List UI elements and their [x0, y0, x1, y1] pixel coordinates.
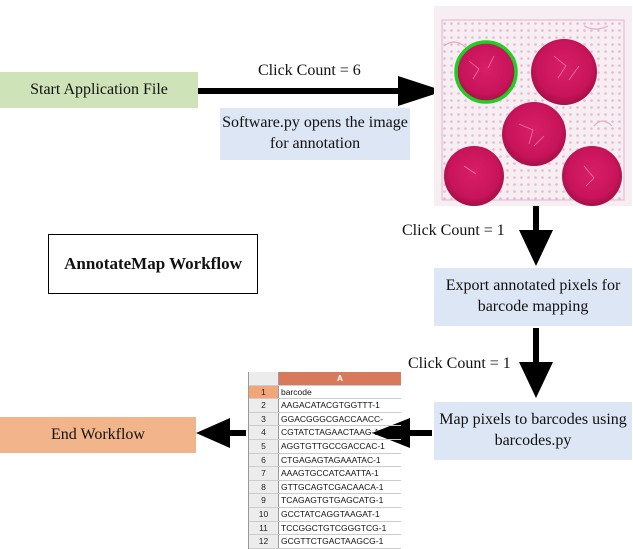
spreadsheet-row: 7 AAAGTGCCATCAATTA-1: [249, 467, 401, 481]
row-number: 6: [249, 453, 279, 467]
spreadsheet-row: 10 GCCTATCAGGTAAGAT-1: [249, 507, 401, 522]
spreadsheet-row: 9 TCAGAGTGTGAGCATG-1: [249, 494, 401, 508]
spreadsheet-row: 8 GTTGCAGTCGACAACA-1: [249, 480, 401, 495]
edge-label-start-to-slide: Click Count = 6: [258, 62, 361, 79]
corner-cell: [249, 372, 279, 385]
barcode-cell: CTGAGAGTAGAAATAC-1: [281, 454, 381, 465]
column-header: A: [279, 372, 401, 385]
tissue-slide-image: [434, 6, 632, 206]
row-number: 12: [249, 535, 279, 548]
row-number: 5: [249, 439, 279, 453]
end-node[interactable]: End Workflow: [0, 417, 196, 453]
barcode-cell: CGTATCTAGAACTAAG-1: [281, 427, 380, 438]
edge-label-export-to-map: Click Count = 1: [408, 355, 511, 372]
spreadsheet-row: 11 TCCGGCTGTCGGGTCG-1: [249, 521, 401, 536]
edge-label-slide-to-export: Click Count = 1: [402, 222, 505, 239]
row-number: 2: [249, 399, 279, 412]
barcode-cell: AAAGTGCCATCAATTA-1: [281, 468, 379, 479]
spreadsheet-row: 5 AGGTGTTGCCGACCAC-1: [249, 439, 401, 454]
barcode-cell: GGACGGGCGACCAACC-: [281, 413, 384, 424]
arrowhead-start-to-slide: [398, 76, 444, 106]
arrowhead-export-to-map: [519, 362, 553, 398]
workflow-title: AnnotateMap Workflow: [48, 234, 258, 294]
tissue-sample: [456, 42, 516, 102]
barcode-cell: GCGTTCTGACTAAGCG-1: [281, 536, 384, 547]
row-number: 9: [249, 494, 279, 507]
spreadsheet-row: 3 GGACGGGCGACCAACC-: [249, 412, 401, 427]
annotation-outline: [454, 40, 518, 104]
export-node[interactable]: Export annotated pixels for barcode mapp…: [434, 268, 632, 326]
spreadsheet-header-row: A: [249, 372, 401, 386]
tissue-sample: [531, 39, 597, 105]
row-number: 7: [249, 467, 279, 480]
tissue-sample: [444, 146, 504, 206]
arrowhead-sheet-to-end: [196, 418, 230, 448]
row-number: 4: [249, 426, 279, 439]
barcode-cell: GTTGCAGTCGACAACA-1: [281, 481, 384, 492]
tissue-sample: [502, 102, 566, 166]
map-node[interactable]: Map pixels to barcodes using barcodes.py: [434, 402, 632, 460]
barcode-cell: AGGTGTTGCCGACCAC-1: [281, 440, 385, 451]
barcode-cell: GCCTATCAGGTAAGAT-1: [281, 508, 380, 519]
spreadsheet-row: 6 CTGAGAGTAGAAATAC-1: [249, 453, 401, 468]
arrowhead-slide-to-export: [519, 230, 553, 266]
row-number: 1: [249, 385, 279, 399]
row-number: 3: [249, 412, 279, 426]
barcode-cell: AAGACATACGTGGTTT-1: [281, 400, 380, 411]
row-number: 11: [249, 521, 279, 535]
spreadsheet-row: 12 GCGTTCTGACTAAGCG-1: [249, 535, 401, 549]
barcode-cell: TCCGGCTGTCGGGTCG-1: [281, 522, 387, 533]
barcode-spreadsheet: A 1 barcode 2 AAGACATACGTGGTTT-1 3 GGACG…: [248, 372, 401, 549]
spreadsheet-row: 4 CGTATCTAGAACTAAG-1: [249, 426, 401, 440]
row-number: 10: [249, 507, 279, 521]
software-note: Software.py opens the image for annotati…: [220, 108, 410, 160]
start-node[interactable]: Start Application File: [0, 72, 198, 108]
barcode-cell: TCAGAGTGTGAGCATG-1: [281, 495, 384, 506]
spreadsheet-row: 2 AAGACATACGTGGTTT-1: [249, 399, 401, 413]
spreadsheet-row: 1 barcode: [249, 385, 401, 400]
barcode-cell: barcode: [281, 386, 312, 397]
row-number: 8: [249, 480, 279, 494]
